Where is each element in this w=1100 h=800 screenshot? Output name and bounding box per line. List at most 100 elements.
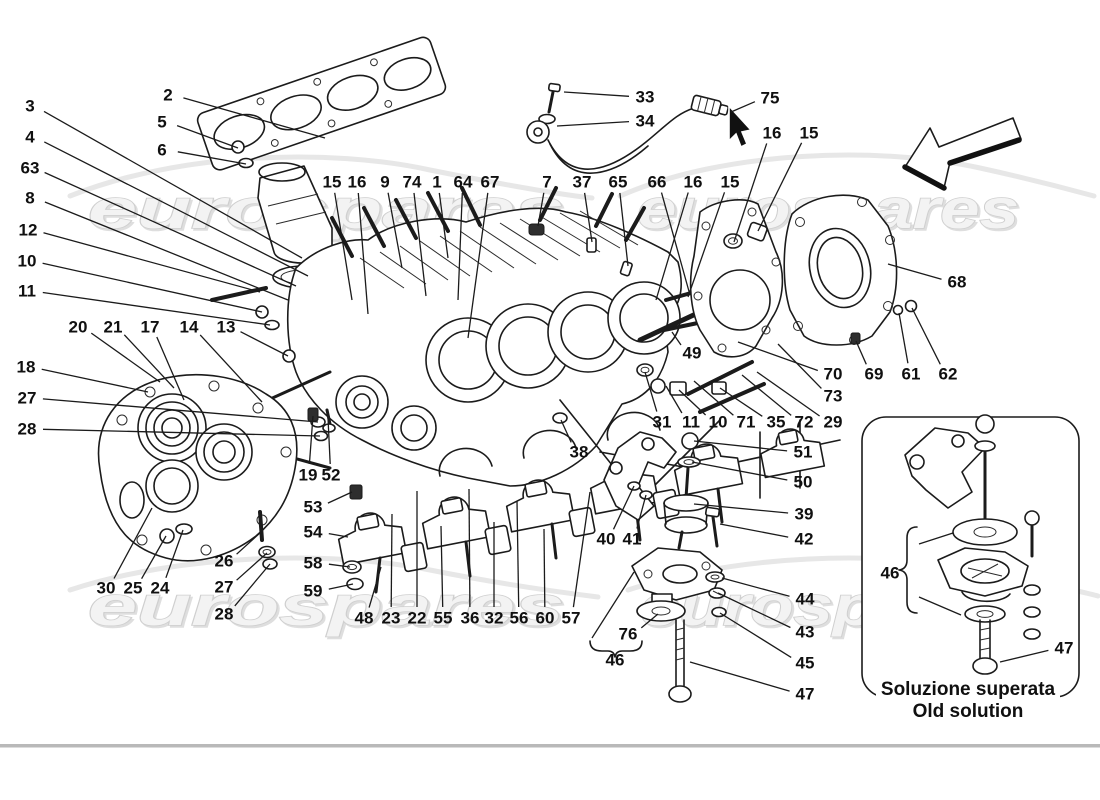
- part-number-label: 29: [824, 413, 843, 432]
- old-solution-inset: Soluzione superata Old solution: [861, 414, 1080, 722]
- part-number-label: 20: [69, 318, 88, 337]
- leader-line: [733, 143, 768, 243]
- leader-line: [777, 343, 822, 389]
- part-number-label: 27: [18, 389, 37, 408]
- part-number-label: 33: [636, 88, 655, 107]
- part-number-label: 74: [403, 173, 422, 192]
- part-number-label: 64: [454, 173, 473, 192]
- part-number-label: 30: [97, 579, 116, 598]
- leader-line: [387, 192, 403, 269]
- part-number-label: 15: [721, 173, 740, 192]
- leader-line: [911, 307, 941, 365]
- part-number-label: 2: [163, 86, 172, 105]
- part-number-label: 11: [682, 413, 700, 432]
- part-number-label: 17: [141, 318, 160, 337]
- leader-line: [543, 528, 546, 608]
- part-number-label: 11: [18, 282, 36, 301]
- leader-line: [44, 171, 297, 287]
- leader-line: [689, 661, 790, 692]
- engine-mount-drawing: [589, 431, 727, 703]
- part-number-label: 26: [215, 552, 234, 571]
- leader-line: [887, 263, 942, 280]
- bottom-divider: [0, 744, 1100, 748]
- crankcase-drawing: [210, 186, 841, 501]
- part-number-label: 61: [902, 365, 921, 384]
- leader-line: [368, 566, 382, 608]
- leader-line: [665, 385, 683, 414]
- leader-line: [42, 291, 271, 326]
- leader-line: [717, 592, 791, 629]
- leader-line: [176, 124, 239, 149]
- leader-line: [537, 192, 545, 227]
- leader-line: [334, 192, 353, 301]
- leader-line: [234, 563, 271, 607]
- leader-line: [43, 110, 303, 259]
- leader-line: [612, 485, 635, 530]
- part-number-label: 37: [573, 173, 592, 192]
- part-number-label: 55: [434, 609, 453, 628]
- leader-line: [468, 488, 471, 608]
- part-number-label: 56: [510, 609, 529, 628]
- leader-line: [691, 461, 788, 481]
- leader-line: [413, 192, 427, 297]
- part-number-label: 46: [881, 564, 900, 583]
- part-number-label: 58: [304, 554, 323, 573]
- leader-line: [113, 507, 153, 579]
- part-number-label: 75: [761, 89, 780, 108]
- leader-line: [440, 525, 444, 608]
- leader-line: [756, 371, 820, 417]
- part-number-label: 32: [485, 609, 504, 628]
- part-number-label: 44: [796, 590, 815, 609]
- leader-line: [390, 513, 393, 608]
- leader-line: [438, 192, 449, 259]
- leader-line: [719, 523, 789, 538]
- leader-line: [42, 428, 321, 437]
- leader-line: [327, 417, 331, 465]
- part-number-label: 15: [323, 173, 342, 192]
- leader-line: [671, 331, 682, 346]
- leader-line: [41, 368, 149, 393]
- part-number-label: 57: [562, 609, 581, 628]
- part-number-label: 62: [939, 365, 958, 384]
- brace-46-inset: [898, 526, 918, 614]
- part-number-label: 10: [18, 252, 37, 271]
- part-number-label: 60: [536, 609, 555, 628]
- leader-line: [90, 332, 161, 383]
- part-number-label: 49: [683, 344, 702, 363]
- leader-line: [308, 415, 314, 465]
- leader-line: [741, 374, 792, 416]
- leader-line: [199, 334, 263, 403]
- caption-backing: [876, 677, 1060, 700]
- leader-line: [693, 503, 789, 514]
- part-number-label: 9: [380, 173, 389, 192]
- part-number-label: 18: [17, 358, 36, 377]
- part-number-label: 1: [432, 173, 441, 192]
- leader-line: [619, 192, 629, 267]
- leader-line: [693, 380, 734, 416]
- leader-line: [660, 192, 691, 296]
- leader-line: [42, 262, 263, 313]
- part-number-label: 68: [948, 273, 967, 292]
- part-number-label: 22: [408, 609, 427, 628]
- part-number-label: 41: [623, 530, 642, 549]
- leader-line: [687, 192, 726, 298]
- leader-line: [572, 491, 591, 608]
- part-number-label: 67: [481, 173, 500, 192]
- part-number-label: 7: [542, 173, 551, 192]
- part-number-label: 35: [767, 413, 786, 432]
- part-number-label: 54: [304, 523, 323, 542]
- head-gasket-drawing: [196, 36, 447, 289]
- part-number-label: 39: [795, 505, 814, 524]
- part-number-label: 59: [304, 582, 323, 601]
- clutch-housing-drawing: [97, 373, 298, 570]
- leader-line: [719, 612, 792, 658]
- part-number-label: 51: [794, 443, 813, 462]
- leader-line: [236, 531, 262, 555]
- leader-line: [457, 192, 463, 301]
- leader-line: [721, 577, 790, 597]
- part-number-label: 6: [157, 141, 166, 160]
- part-number-label: 15: [800, 124, 819, 143]
